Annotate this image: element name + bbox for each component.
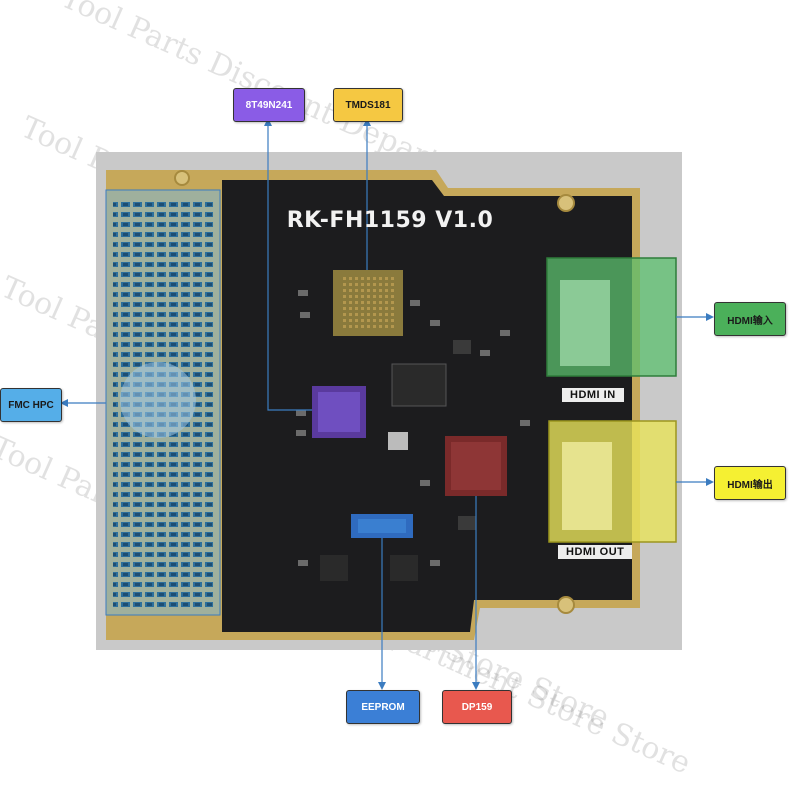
mounting-hole-top-left <box>174 170 190 186</box>
chip-eeprom-inner <box>358 519 406 533</box>
silk-hdmi-out: HDMI OUT <box>558 545 633 559</box>
label-8t49n241: 8T49N241 <box>233 88 305 122</box>
label-dp159: DP159 <box>442 690 512 724</box>
small-components <box>296 290 530 581</box>
hdmi-in-port <box>560 280 610 366</box>
chip-mid <box>391 363 447 407</box>
board-title: RK-FH1159 V1.0 <box>286 208 494 233</box>
label-eeprom: EEPROM <box>346 690 420 724</box>
connector-arrowheads <box>60 118 714 690</box>
crystal <box>388 432 408 450</box>
label-hdmi-in: HDMI输入 <box>714 302 786 336</box>
mounting-hole-top-right <box>557 194 575 212</box>
label-tmds181: TMDS181 <box>333 88 403 122</box>
chip-8t49n241-inner <box>318 392 360 432</box>
fmc-connector-marker <box>120 362 196 438</box>
label-hdmi-out: HDMI输出 <box>714 466 786 500</box>
line-8t49n241 <box>267 120 312 411</box>
silk-hdmi-in: HDMI IN <box>562 388 624 402</box>
label-fmc-hpc: FMC HPC <box>0 388 62 422</box>
chip-dp159-inner <box>451 442 501 490</box>
chip-tmds181-pads <box>340 277 396 329</box>
mounting-hole-bottom-right <box>557 596 575 614</box>
connector-lines <box>62 120 712 688</box>
hdmi-out-port <box>562 442 612 530</box>
